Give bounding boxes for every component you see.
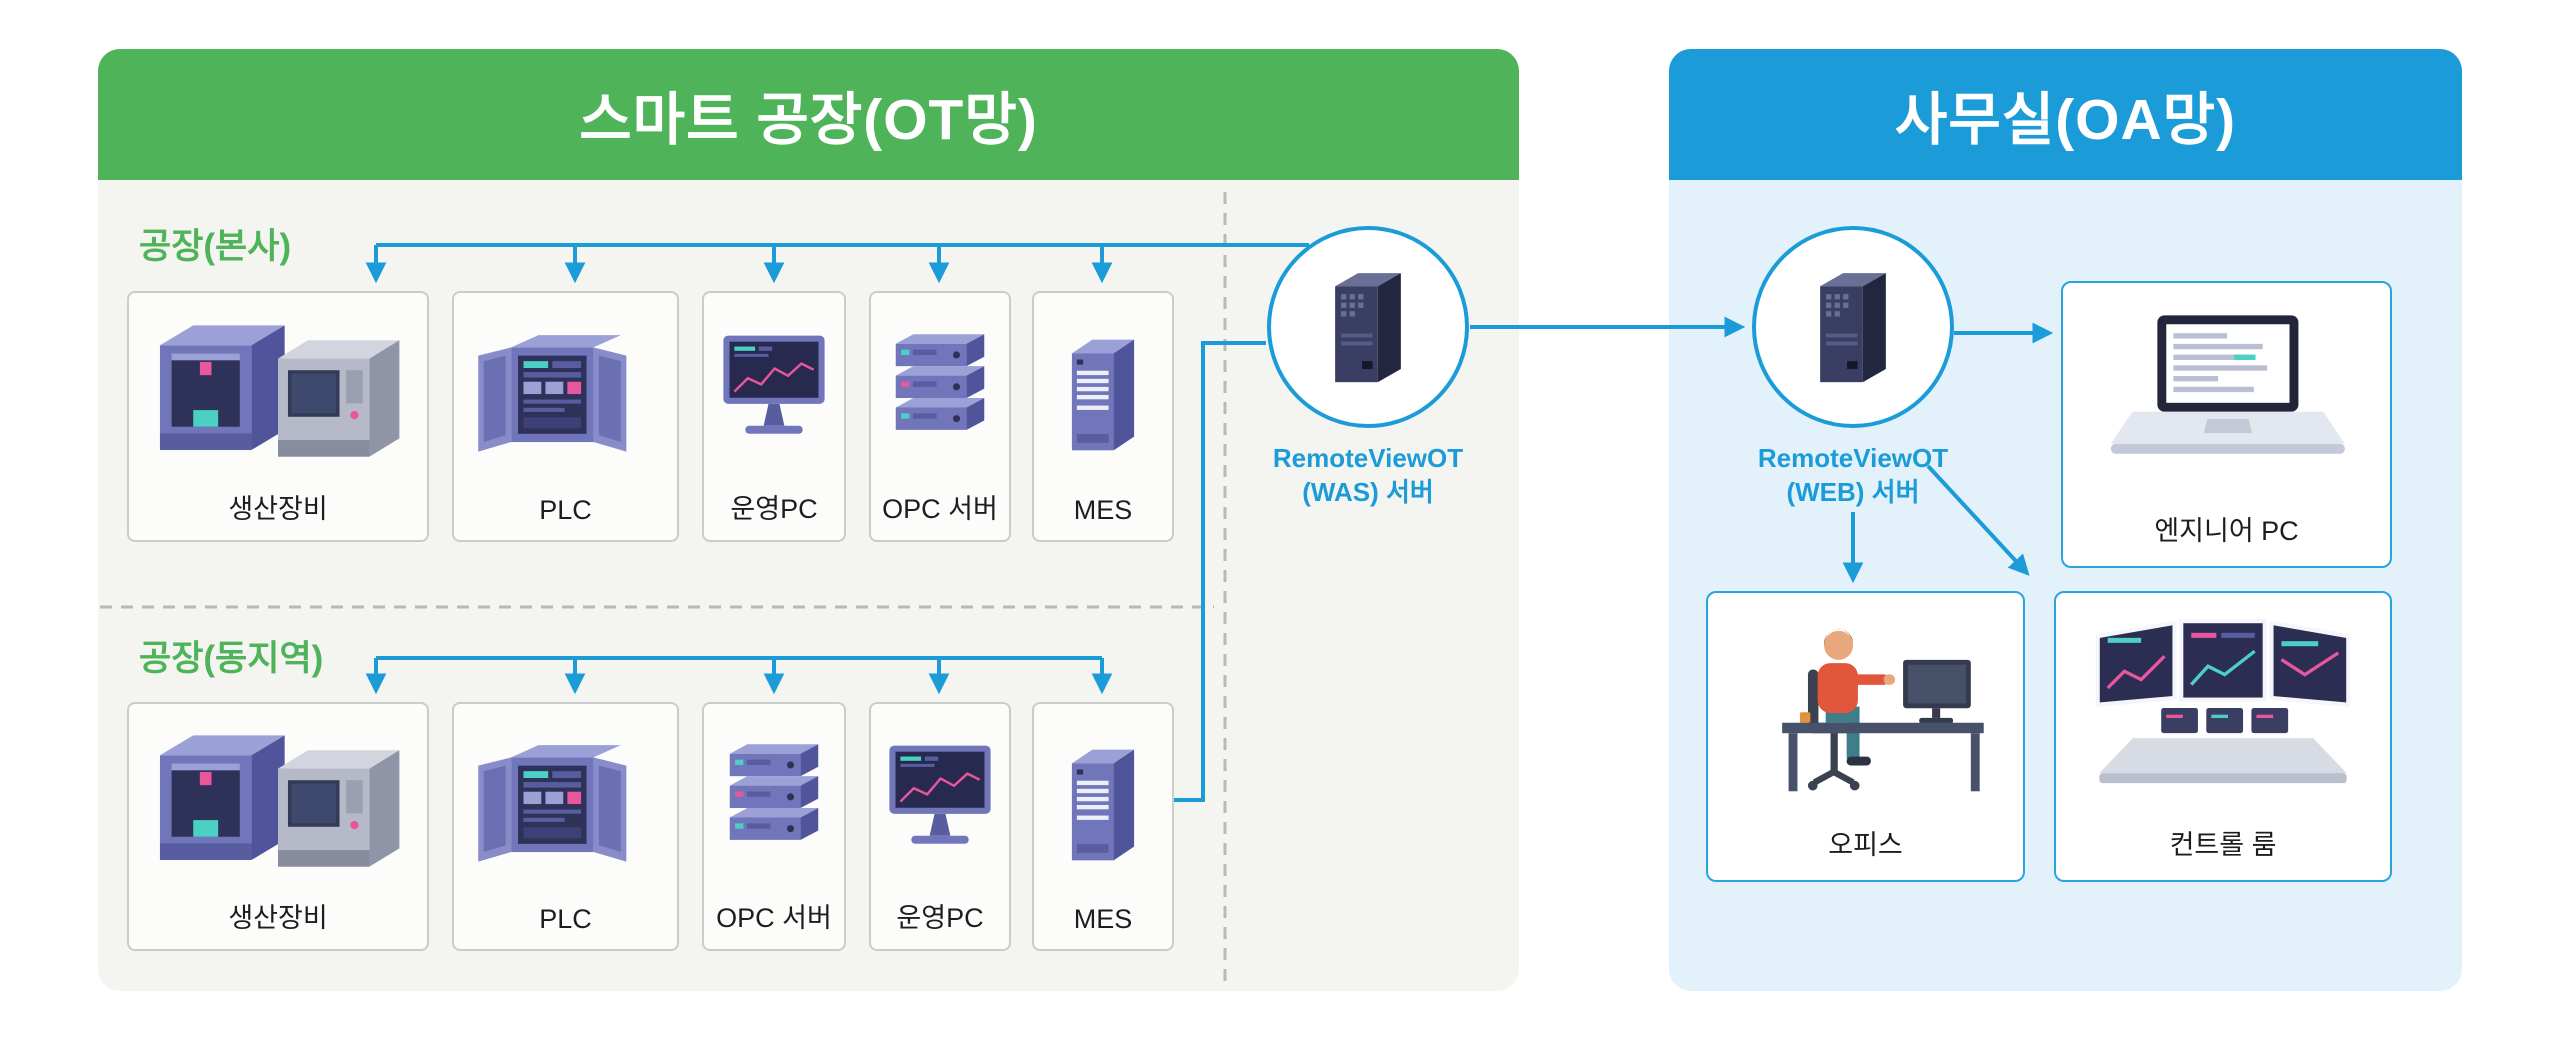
web-server-label: RemoteViewOT (WEB) 서버 (1713, 442, 1993, 510)
production-equipment-icon (129, 704, 427, 892)
laptop-icon (2063, 283, 2390, 503)
was-server-label: RemoteViewOT (WAS) 서버 (1228, 442, 1508, 510)
device-box-hq-plc: PLC (452, 291, 679, 542)
ot-panel-header: 스마트 공장(OT망) (98, 49, 1519, 180)
mes-to-was-line (1174, 341, 1266, 802)
oa-panel-header: 사무실(OA망) (1669, 49, 2462, 180)
device-label: 생산장비 (228, 494, 328, 524)
was-server-circle (1267, 226, 1469, 428)
control-room-box: 컨트롤 룸 (2054, 591, 2392, 882)
dark-server-icon (1797, 256, 1909, 399)
device-box-hq-mes: MES (1032, 291, 1174, 542)
server-stack-icon (704, 704, 844, 892)
device-label: 운영PC (730, 494, 818, 524)
device-label: OPC 서버 (716, 903, 832, 933)
device-box-branch-operation-pc: 운영PC (869, 702, 1011, 951)
web-server-circle (1752, 226, 1954, 428)
server-tower-icon (1034, 293, 1172, 491)
device-box-branch-plc: PLC (452, 702, 679, 951)
device-box-hq-opc-server: OPC 서버 (869, 291, 1011, 542)
section-label-hq: 공장(본사) (139, 227, 292, 266)
device-label: MES (1073, 495, 1133, 525)
control-room-icon (2056, 593, 2390, 817)
oa-panel-title: 사무실(OA망) (1894, 87, 2237, 152)
person-at-desk-icon (1708, 593, 2023, 817)
device-box-hq-operation-pc: 운영PC (702, 291, 846, 542)
server-tower-icon (1034, 704, 1172, 900)
device-label: PLC (539, 495, 592, 525)
device-label: 생산장비 (228, 903, 328, 933)
device-box-hq-production: 생산장비 (127, 291, 429, 542)
production-equipment-icon (129, 293, 427, 483)
device-label: 운영PC (896, 903, 984, 933)
device-box-branch-opc-server: OPC 서버 (702, 702, 846, 951)
device-label: OPC 서버 (882, 494, 998, 524)
plc-cabinet-icon (454, 293, 677, 491)
was-server-name: RemoteViewOT (1272, 443, 1464, 473)
office-box: 오피스 (1706, 591, 2025, 882)
device-box-branch-production: 생산장비 (127, 702, 429, 951)
operation-pc-icon (704, 293, 844, 483)
engineer-pc-box: 엔지니어 PC (2061, 281, 2392, 568)
office-label: 오피스 (1828, 830, 1903, 860)
web-server-name: RemoteViewOT (1757, 443, 1949, 473)
was-server-sub: (WAS) 서버 (1302, 476, 1434, 507)
ot-panel-title: 스마트 공장(OT망) (579, 87, 1038, 152)
dark-server-icon (1312, 256, 1424, 399)
server-stack-icon (871, 293, 1009, 483)
arrow-group (365, 243, 2054, 802)
section-label-branch: 공장(동지역) (139, 639, 324, 678)
control-room-label: 컨트롤 룸 (2169, 830, 2277, 860)
web-to-controlroom-arrow (1926, 464, 2030, 576)
dashed-dividers (100, 192, 1227, 983)
operation-pc-icon (871, 704, 1009, 892)
engineer-pc-label: 엔지니어 PC (2154, 516, 2299, 546)
device-label: PLC (539, 904, 592, 934)
device-box-branch-mes: MES (1032, 702, 1174, 951)
web-server-sub: (WEB) 서버 (1786, 476, 1920, 507)
plc-cabinet-icon (454, 704, 677, 900)
device-label: MES (1073, 904, 1133, 934)
